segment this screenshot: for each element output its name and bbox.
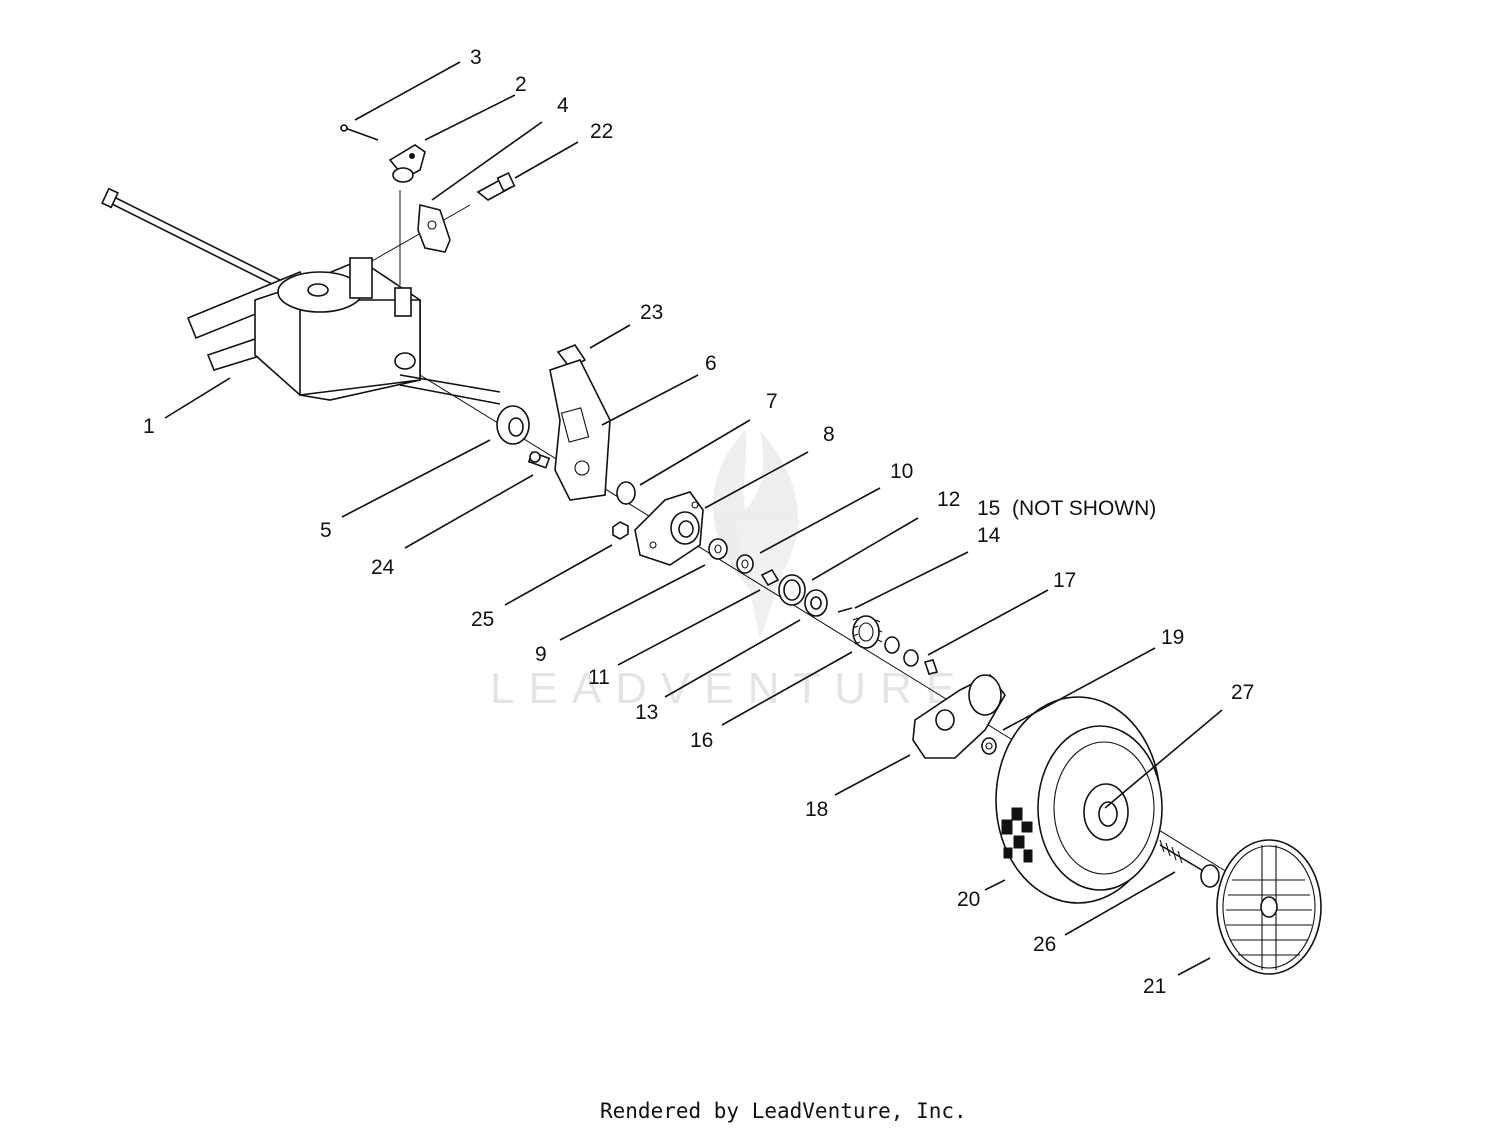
- washer-part-17: [884, 636, 939, 675]
- callout-3: 3: [470, 46, 482, 69]
- callout-9: 9: [535, 643, 547, 666]
- callout-labels: 1 2 3 4 5 6 7 8 9 10 11 12 13 14 15 (NOT…: [143, 46, 1254, 998]
- clip-part-11: [760, 568, 780, 587]
- callout-8: 8: [823, 423, 835, 446]
- wheel-part-20: [995, 696, 1163, 904]
- callout-16: 16: [690, 729, 713, 752]
- leader-lines: [164, 61, 1223, 976]
- callout-6: 6: [705, 352, 717, 375]
- washer-part-9: [708, 538, 728, 560]
- callout-15: 15 (NOT SHOWN): [977, 497, 1156, 520]
- lever-part-2: [388, 144, 426, 183]
- bracket-part-4: [417, 203, 451, 253]
- washer-part-19: [981, 737, 997, 755]
- watermark: LEADVENTURE: [490, 430, 969, 713]
- callout-10: 10: [890, 460, 913, 483]
- callout-17: 17: [1053, 569, 1076, 592]
- tread-blocks: [1001, 807, 1033, 863]
- bearing-part-13: [804, 589, 828, 617]
- callout-4: 4: [557, 94, 569, 117]
- callout-13: 13: [635, 701, 658, 724]
- transmission-assembly: [101, 187, 501, 405]
- washer-part-5: [496, 405, 530, 445]
- gear-part-16: [852, 615, 883, 649]
- callout-11: 11: [588, 666, 610, 689]
- callout-20: 20: [957, 888, 980, 911]
- screw-part-24: [527, 451, 551, 469]
- callout-27: 27: [1231, 681, 1254, 704]
- callout-2: 2: [515, 73, 527, 96]
- housing-part-8: [634, 491, 704, 566]
- nut-part-25: [612, 521, 629, 540]
- ring-part-12: [778, 574, 806, 606]
- cover-part-21: [1216, 839, 1322, 975]
- callout-21: 21: [1143, 975, 1166, 998]
- watermark-text: LEADVENTURE: [490, 664, 969, 713]
- washer-part-10: [736, 554, 754, 574]
- hub-part-18: [912, 673, 1006, 759]
- callout-26: 26: [1033, 933, 1056, 956]
- callout-14: 14: [977, 524, 1001, 547]
- callout-5: 5: [320, 519, 332, 542]
- footer-credit: Rendered by LeadVenture, Inc.: [600, 1099, 967, 1123]
- callout-25: 25: [471, 608, 494, 631]
- callout-12: 12: [937, 488, 960, 511]
- callout-1: 1: [143, 415, 155, 438]
- key-part-14: [837, 607, 853, 613]
- bolt-part-22: [476, 172, 516, 201]
- callout-23: 23: [640, 301, 663, 324]
- ring-part-7: [616, 481, 636, 505]
- callout-22: 22: [590, 120, 613, 143]
- plate-part-6: [549, 359, 611, 501]
- callout-18: 18: [805, 798, 828, 821]
- pin-part-3: [340, 124, 379, 141]
- callout-19: 19: [1161, 626, 1184, 649]
- callout-7: 7: [766, 390, 778, 413]
- bolt-part-26: [1159, 839, 1220, 888]
- callout-24: 24: [371, 556, 395, 579]
